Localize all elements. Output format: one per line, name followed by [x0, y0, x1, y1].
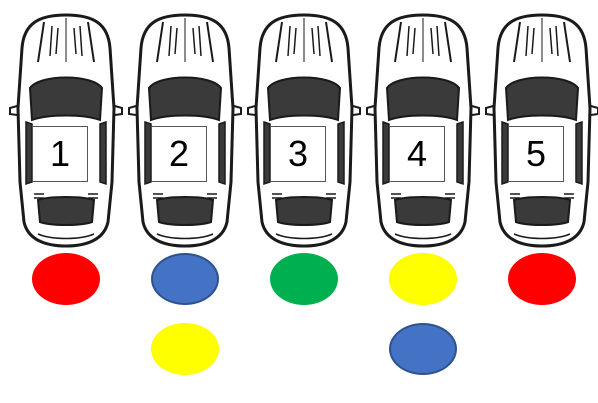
car-4: 4: [365, 12, 481, 248]
car-1: 1: [8, 12, 124, 248]
blue-color-spot: [389, 323, 457, 375]
car-number-label: 3: [270, 126, 326, 182]
car-3: 3: [246, 12, 362, 248]
car-number-label: 1: [32, 126, 88, 182]
car-number-label: 2: [151, 126, 207, 182]
blue-color-spot: [151, 253, 219, 305]
car-2: 2: [127, 12, 243, 248]
yellow-color-spot: [389, 253, 457, 305]
yellow-color-spot: [151, 323, 219, 375]
red-color-spot: [32, 253, 100, 305]
car-number-label: 5: [508, 126, 564, 182]
green-color-spot: [270, 253, 338, 305]
car-number-label: 4: [389, 126, 445, 182]
car-5: 5: [484, 12, 598, 248]
red-color-spot: [508, 253, 576, 305]
